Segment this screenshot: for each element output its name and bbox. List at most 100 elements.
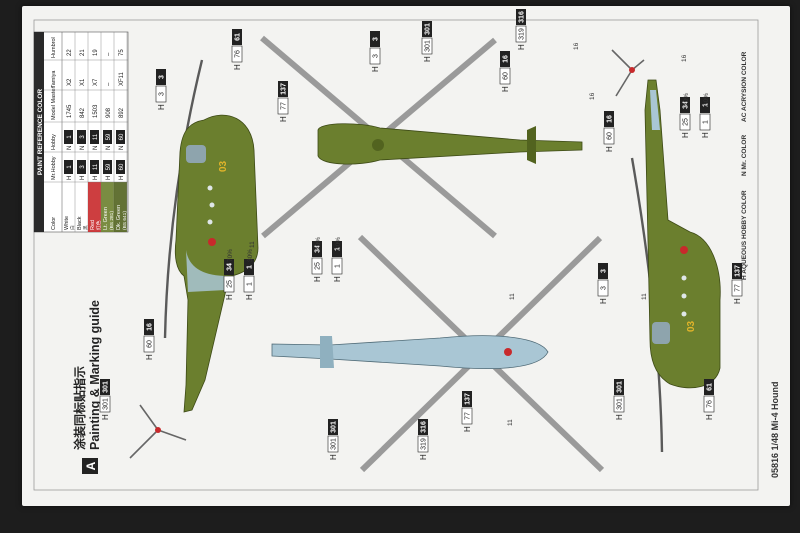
bottom-view-blue <box>271 234 605 473</box>
side-number: 03 <box>218 160 229 172</box>
sheet-letter-box <box>82 458 98 474</box>
table-col-header: Humbrol <box>51 37 57 58</box>
callout-h: H <box>101 414 110 420</box>
callout-h: H <box>333 276 342 282</box>
table-heading-bar <box>34 32 44 232</box>
callout-code-a: 60 <box>607 132 614 140</box>
fuselage-underside-blue <box>271 335 549 370</box>
callout-code-a: 25 <box>315 262 322 270</box>
paint-callout: H11 <box>331 241 343 282</box>
callout-h: H <box>615 414 624 420</box>
table-code: 3 <box>80 165 86 169</box>
callout-number: 16 <box>681 54 688 62</box>
callout-number: 11 <box>641 293 648 300</box>
callout-code-a: 60 <box>503 72 510 80</box>
table-col-header: Color <box>51 217 57 230</box>
table-cell: 1503 <box>93 104 99 118</box>
callout-h: H <box>605 146 614 152</box>
table-cell: 19 <box>93 49 99 56</box>
table-code: 11 <box>93 133 99 140</box>
table-prefix: N <box>106 146 112 150</box>
callout-code-a: 77 <box>281 102 288 110</box>
callout-code-b: 1 <box>247 265 254 269</box>
table-cell: 892 <box>119 107 125 118</box>
callout-code-a: 77 <box>735 284 742 292</box>
svg-text:AC ACRYSION COLOR: AC ACRYSION COLOR <box>741 51 748 122</box>
table-prefix: H <box>106 176 112 180</box>
table-row-sub: (BS 281) <box>109 211 115 230</box>
callout-h: H <box>705 414 714 420</box>
table-row-color: White <box>64 216 70 230</box>
table-row-sub: 黑 <box>83 225 89 230</box>
table-code: 59 <box>106 163 112 170</box>
table-cell: 908 <box>106 107 112 118</box>
callout-code-a: 25 <box>683 118 690 126</box>
table-cell: X7 <box>93 78 99 86</box>
table-prefix: N <box>80 146 86 150</box>
callout-code-b: 316 <box>421 421 428 433</box>
table-cell: 22 <box>67 49 73 56</box>
callout-h: H <box>225 294 234 300</box>
callout-percent: 70% <box>315 237 322 250</box>
callout-code-b: 301 <box>103 381 110 393</box>
callout-code-a: 319 <box>421 438 428 450</box>
table-col-header: Model Master <box>51 87 57 120</box>
table-prefix: N <box>67 146 73 150</box>
top-view-olive <box>260 35 583 239</box>
callout-code-b: 61 <box>235 33 242 41</box>
callout-code-a: 25 <box>227 280 234 288</box>
table-cell: 75 <box>119 49 125 56</box>
callout-percent: 30% <box>703 93 710 106</box>
callout-number: 11 <box>249 241 256 248</box>
sheet-border <box>33 19 759 491</box>
callout-code-b: 316 <box>519 11 526 23</box>
title-chinese: 涂装同标贴指示 <box>72 366 87 450</box>
cockpit-glazing <box>186 145 206 163</box>
table-cell: – <box>106 52 112 56</box>
callout-h: H <box>599 298 608 304</box>
legend-h-label: H <box>741 275 748 280</box>
product-code: 05816 1/48 Mi-4 Hound <box>770 381 780 478</box>
callout-code-a: 60 <box>147 340 154 348</box>
table-code: 1 <box>67 165 73 169</box>
callout-code-b: 34 <box>227 263 234 271</box>
side-number-right: 03 <box>686 320 697 332</box>
callout-code-b: 3 <box>159 75 166 79</box>
svg-text:N Mr. COLOR: N Mr. COLOR <box>741 135 748 176</box>
callout-h: H <box>701 132 710 138</box>
svg-text:H AQUEOUS HOBBY COLOR: H AQUEOUS HOBBY COLOR <box>741 190 748 280</box>
callout-percent: 70% <box>227 249 234 262</box>
table-cell: X1 <box>80 78 86 86</box>
callout-number: 16 <box>589 92 596 100</box>
callout-h: H <box>681 132 690 138</box>
callout-h: H <box>245 294 254 300</box>
table-prefix: H <box>93 176 99 180</box>
paint-callout: H11 <box>699 97 711 138</box>
callout-code-a: 77 <box>465 412 472 420</box>
callout-h: H <box>463 426 472 432</box>
callout-code-b: 137 <box>281 83 288 95</box>
callout-percent: 30% <box>247 249 254 262</box>
red-star-right <box>680 246 688 254</box>
callout-code-b: 16 <box>147 323 154 331</box>
footer-line: 05816 1/48 Mi-4 Hound <box>770 381 780 478</box>
table-row-sub: 红色 <box>95 220 102 230</box>
table-prefix: N <box>119 146 125 150</box>
paint-callout: H 1 1 <box>243 259 255 300</box>
table-code: 60 <box>119 163 125 170</box>
sheet-letter: A <box>84 461 98 470</box>
callout-code-a: 1 <box>247 282 254 286</box>
paint-callout: H 25 34 <box>223 259 235 300</box>
table-code: 3 <box>80 135 86 139</box>
red-star <box>208 238 216 246</box>
callout-code-a: 3 <box>159 92 166 96</box>
table-code: 59 <box>106 133 112 140</box>
fuselage-top-olive <box>317 123 583 165</box>
table-row-color: Black <box>77 216 83 230</box>
table-row-color: Red <box>90 220 96 230</box>
